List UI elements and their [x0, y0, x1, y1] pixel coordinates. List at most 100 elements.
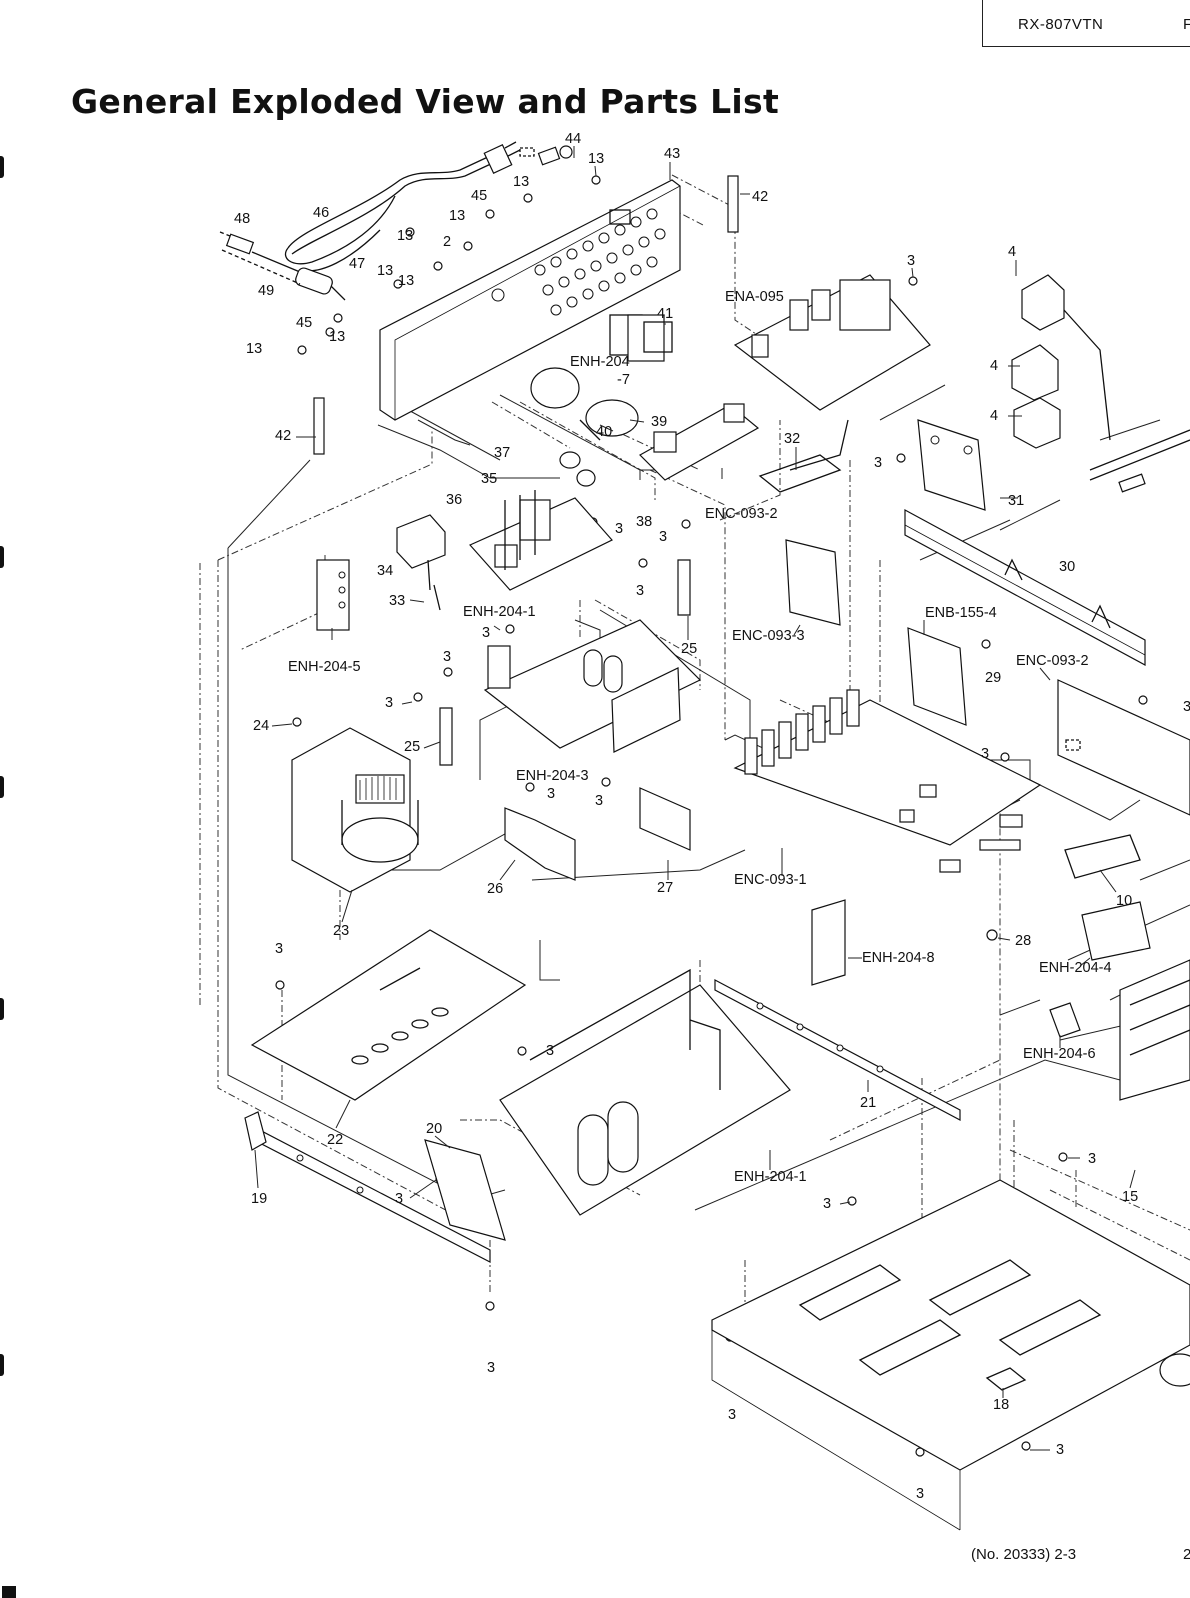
corner-mark: [2, 1586, 16, 1598]
board-enc-093-2-right: [1057, 679, 1190, 816]
chassis-bottom: [711, 1179, 1190, 1531]
part-label: 13: [449, 208, 465, 224]
page-title: General Exploded View and Parts List: [71, 82, 780, 121]
bracket-25: [677, 559, 691, 616]
plate-18: [985, 1367, 1027, 1391]
doc-number-continued: 2: [1183, 1546, 1190, 1563]
part-label: ENH-204-8: [862, 950, 935, 966]
part-label: 44: [565, 131, 581, 147]
part-label: 3: [615, 521, 623, 537]
part-label: 13: [398, 273, 414, 289]
part-label: ENH-204: [570, 354, 630, 370]
part-label: 22: [327, 1132, 343, 1148]
part-label: 13: [588, 151, 604, 167]
binding-mark: [0, 776, 4, 798]
part-label: 40: [596, 424, 612, 440]
label-leader-lines: [254, 146, 1136, 1451]
panel-spacer-42: [313, 397, 325, 455]
part-label: 48: [234, 211, 250, 227]
binding-mark: [0, 156, 4, 178]
doc-number: (No. 20333) 2-3: [971, 1546, 1077, 1563]
fuse-holder: [519, 145, 573, 166]
part-label: 49: [258, 283, 274, 299]
part-label: 13: [377, 263, 393, 279]
board-enh-204-1-lower: [499, 968, 791, 1216]
board-enh-204-6: [1049, 959, 1190, 1101]
part-label: 3: [728, 1407, 736, 1423]
part-label: 23: [333, 923, 349, 939]
part-label: 3: [546, 1043, 554, 1059]
part-label: ENC-093-2: [705, 506, 778, 522]
part-label: 3: [443, 649, 451, 665]
bracket-26: [504, 807, 576, 881]
part-label: 45: [471, 188, 487, 204]
part-label: 28: [1015, 933, 1031, 949]
part-label: ENC-093-2: [1016, 653, 1089, 669]
part-label: 34: [377, 563, 393, 579]
base-plate-22: [250, 929, 527, 1101]
rail-19: [244, 1111, 491, 1263]
part-label: ENC-093-3: [732, 628, 805, 644]
panel-spacer-42: [727, 175, 739, 233]
bracket-25: [439, 707, 453, 766]
part-label: ENH-204-6: [1023, 1046, 1096, 1062]
binding-mark: [0, 998, 4, 1020]
part-label: ENH-204-3: [516, 768, 589, 784]
part-label: 13: [397, 228, 413, 244]
part-label: 10: [1116, 893, 1132, 909]
part-label: 30: [1059, 559, 1075, 575]
part-label: 3: [874, 455, 882, 471]
part-label: 3: [487, 1360, 495, 1376]
part-label: 4: [990, 408, 998, 424]
part-label: 2: [443, 234, 451, 250]
relay-34: [396, 514, 446, 611]
part-label: ENB-155-4: [925, 605, 997, 621]
binding-mark: [0, 546, 4, 568]
power-transformer: [291, 727, 419, 893]
rail-30: [904, 508, 1146, 667]
part-label: 42: [752, 189, 768, 205]
part-label: ENH-204-1: [734, 1169, 807, 1185]
part-label: 19: [251, 1191, 267, 1207]
part-label: 3: [981, 746, 989, 762]
board-enc-093-1: [733, 689, 1141, 879]
part-label: 3: [275, 941, 283, 957]
part-label: ENA-095: [725, 289, 784, 305]
part-label: 33: [389, 593, 405, 609]
rear-panel: [379, 179, 681, 421]
part-label: 3: [547, 786, 555, 802]
motor-assembly: [530, 367, 639, 487]
part-label: 13: [246, 341, 262, 357]
part-label: 3: [1183, 699, 1190, 715]
part-label: 29: [985, 670, 1001, 686]
bracket-27: [639, 787, 691, 851]
part-label: 4: [1008, 244, 1016, 260]
part-label: 3: [823, 1196, 831, 1212]
part-label: 3: [1088, 1151, 1096, 1167]
part-label: 31: [1008, 493, 1024, 509]
board-enb-155-4: [907, 627, 967, 726]
part-label: 13: [329, 329, 345, 345]
binding-mark: [0, 1354, 4, 1376]
board-enh-204-1-upper: [469, 490, 613, 591]
part-label: 26: [487, 881, 503, 897]
model-number-continued: F: [1183, 16, 1190, 33]
part-label: 41: [657, 306, 673, 322]
part-label: 37: [494, 445, 510, 461]
part-label: ENH-204-1: [463, 604, 536, 620]
part-label: 3: [659, 529, 667, 545]
bracket-31: [917, 419, 986, 511]
part-label: 3: [385, 695, 393, 711]
part-label: 3: [395, 1191, 403, 1207]
part-label: 43: [664, 146, 680, 162]
antenna-cable: [219, 231, 333, 295]
part-label: 20: [426, 1121, 442, 1137]
part-label: ENH-204-5: [288, 659, 361, 675]
part-label: ENH-204-4: [1039, 960, 1112, 976]
board-enc-093-2-upper: [639, 403, 849, 493]
part-label: 46: [313, 205, 329, 221]
part-label: 36: [446, 492, 462, 508]
board-enh-204-5: [316, 559, 350, 631]
part-label: 3: [916, 1486, 924, 1502]
